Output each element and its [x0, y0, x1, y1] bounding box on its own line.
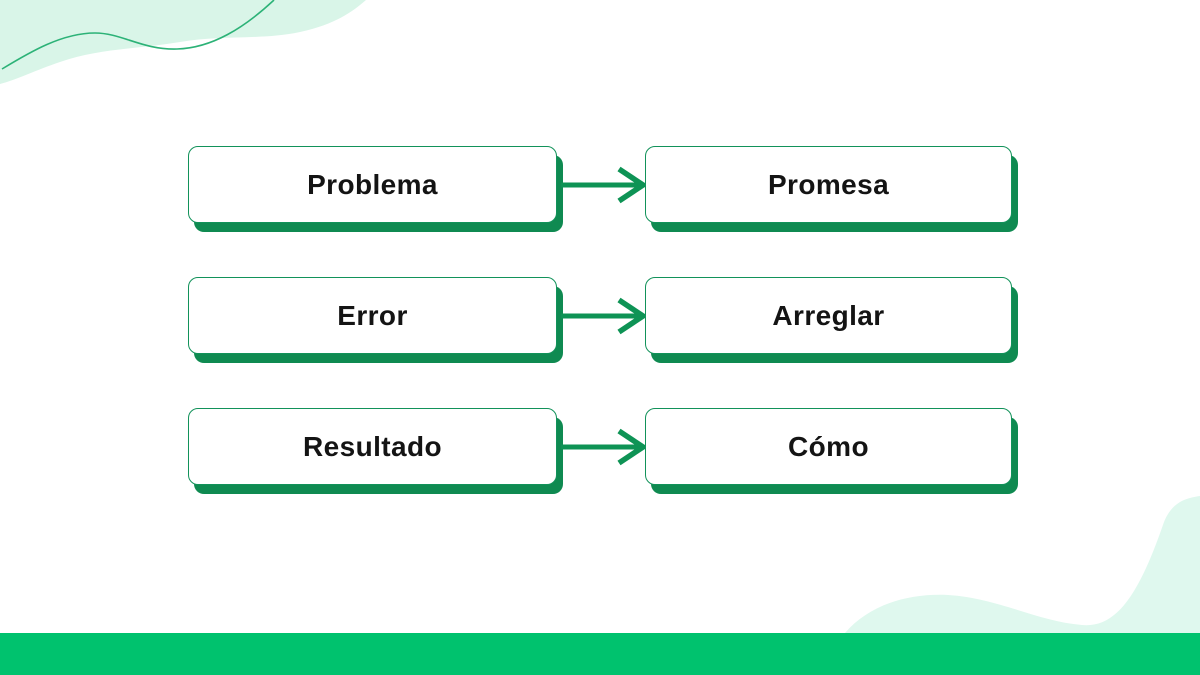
box-resultado-label: Resultado — [303, 430, 442, 462]
flow-row-2: Error Arreglar — [188, 277, 1012, 354]
box-promesa-label: Promesa — [767, 168, 890, 200]
box-arreglar-label: Arreglar — [772, 299, 885, 331]
box-arreglar: Arreglar — [645, 277, 1012, 354]
box-como: Cómo — [645, 408, 1012, 485]
arrow-right-icon — [557, 294, 645, 338]
box-promesa: Promesa — [645, 146, 1012, 223]
flow-row-3: Resultado Cómo — [188, 408, 1012, 485]
wavy-line-decoration — [1, 0, 275, 70]
box-problema: Problema — [188, 146, 557, 223]
flow-row-1: Problema Promesa — [188, 146, 1012, 223]
box-resultado: Resultado — [188, 408, 557, 485]
arrow-right-icon — [557, 163, 645, 207]
box-error: Error — [188, 277, 557, 354]
arrow-right-icon — [557, 425, 645, 469]
box-como-label: Cómo — [788, 430, 869, 462]
box-problema-label: Problema — [307, 168, 438, 200]
box-error-label: Error — [337, 299, 408, 331]
top-left-blob-decoration — [0, 0, 366, 84]
bottom-accent-bar — [0, 633, 1200, 675]
bottom-right-blob-decoration — [845, 496, 1200, 633]
